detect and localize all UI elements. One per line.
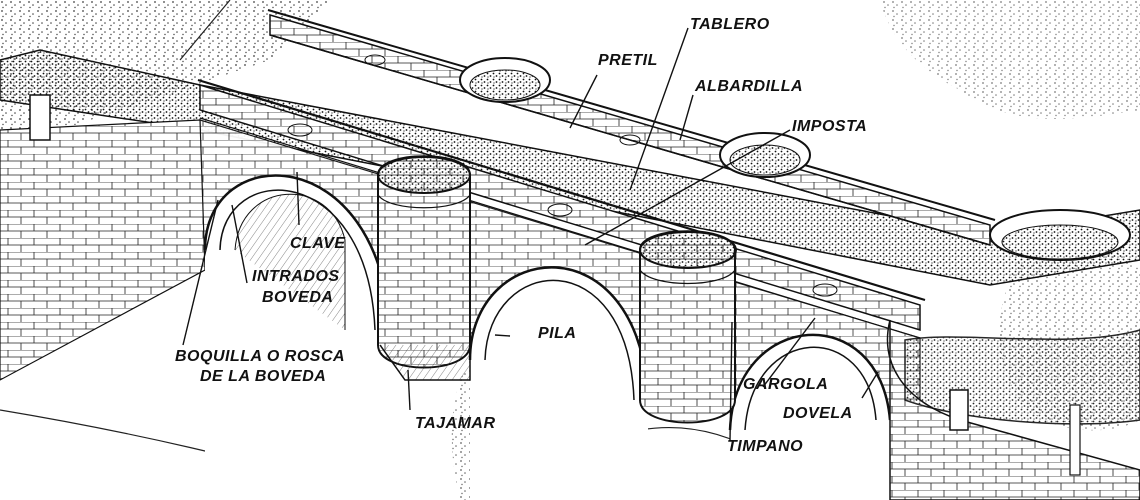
label-imposta: IMPOSTA [792,118,868,135]
label-clave: CLAVE [290,235,346,252]
label-intrados-2: BOVEDA [262,289,334,306]
label-timpano: TIMPANO [727,438,804,455]
right-wing-wall [886,319,1140,500]
leader-lines [182,27,879,441]
arches [203,174,892,500]
label-albardilla: ALBARDILLA [695,78,804,95]
near-parapet [197,78,926,339]
label-gargola: GARGOLA [743,376,829,393]
piers [377,155,737,424]
deck-surface [0,49,1140,286]
left-abutment [0,119,206,381]
far-parapet [267,9,1131,261]
label-boquilla-2: DE LA BOVEDA [200,368,327,385]
label-tajamar: TAJAMAR [415,415,496,432]
label-dovela: DOVELA [783,405,853,422]
label-pila: PILA [538,325,577,342]
left-post [29,94,51,141]
label-tablero: TABLERO [690,16,770,33]
label-boquilla-1: BOQUILLA O ROSCA [175,348,346,365]
label-pretil: PRETIL [598,52,658,69]
label-intrados-1: INTRADOS [252,268,340,285]
